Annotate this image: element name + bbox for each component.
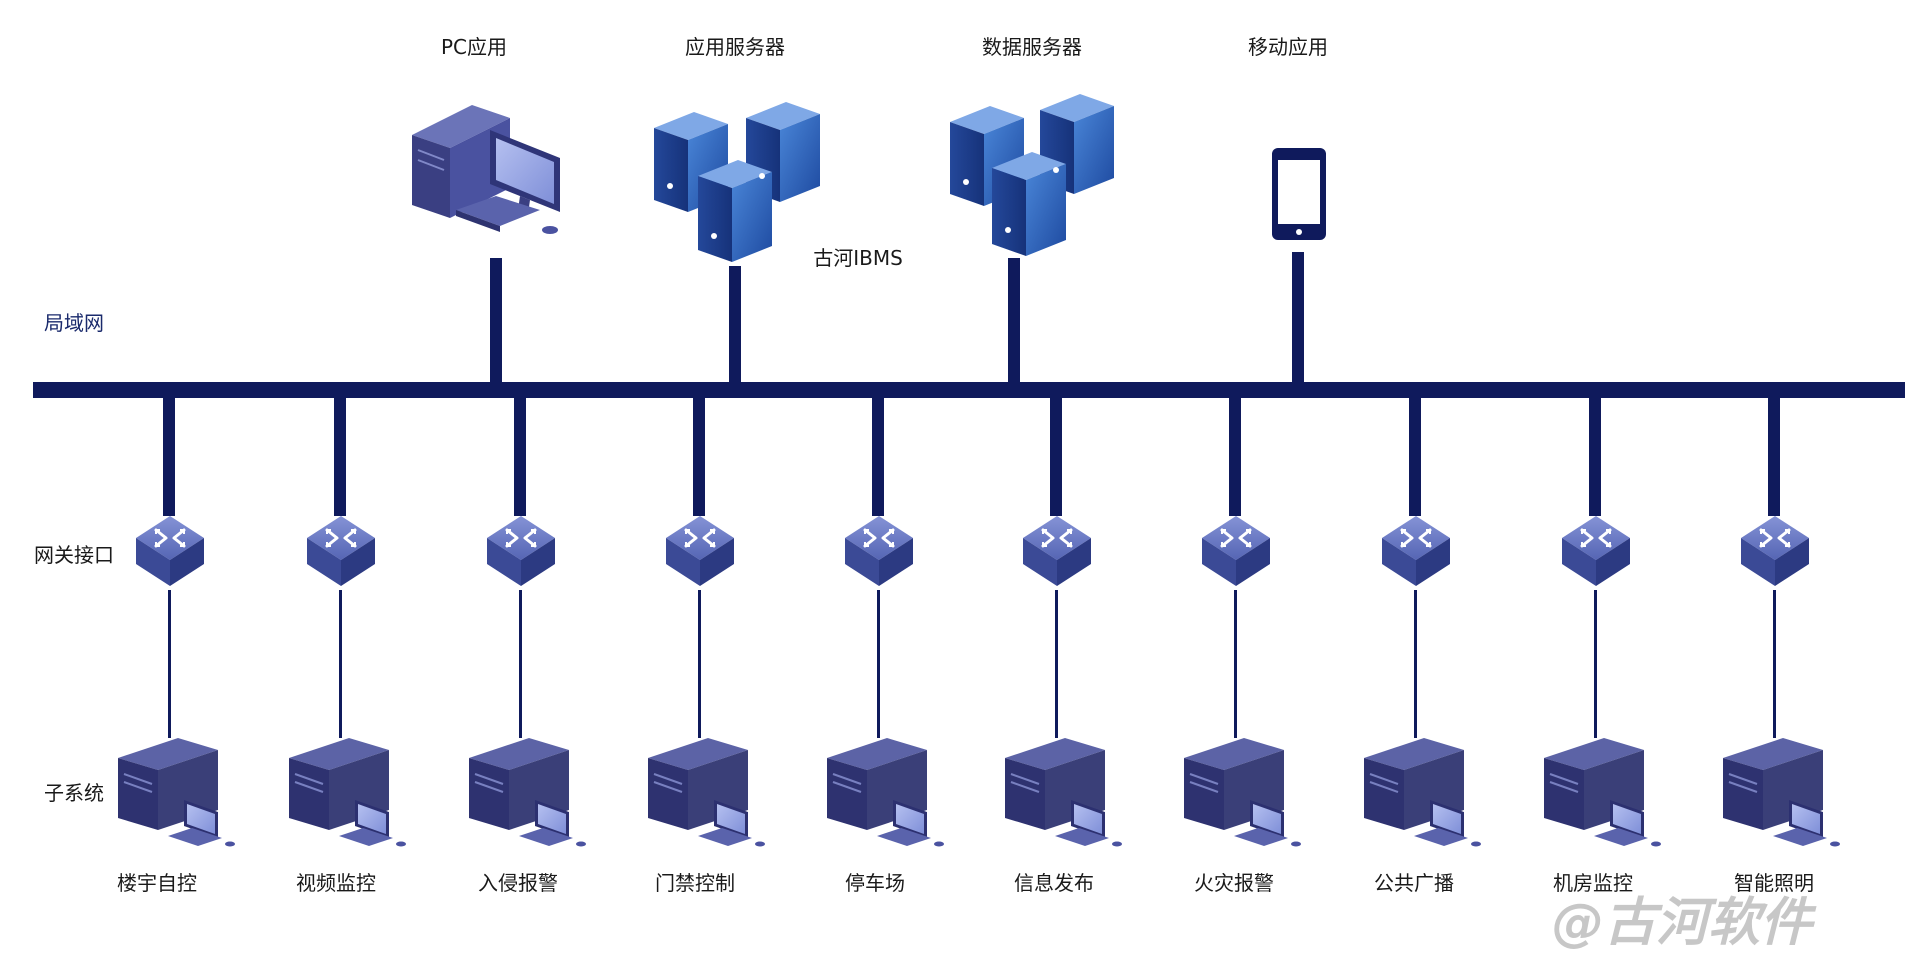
server-cluster-icon <box>950 94 1114 256</box>
bus-drop-line <box>1768 396 1780 516</box>
mobile-uplink-line <box>1292 252 1304 384</box>
pc-uplink-line <box>490 258 502 384</box>
gateway-router-icon <box>1023 516 1091 586</box>
top-node-pc: PC应用 <box>412 35 560 384</box>
subsystem-column: 智能照明 <box>1723 396 1840 895</box>
subsystem-computer-icon <box>648 738 765 847</box>
gateway-router-icon <box>136 516 204 586</box>
gateway-link-line <box>168 590 171 738</box>
app-server-uplink-line <box>729 266 741 398</box>
subsystem-computer-icon <box>1005 738 1122 847</box>
bus-drop-line <box>1229 396 1241 516</box>
subsystem-label: 机房监控 <box>1553 871 1633 895</box>
gateway-link-line <box>519 590 522 738</box>
subsystem-computer-icon <box>1364 738 1481 847</box>
lan-bus-line <box>33 382 1905 398</box>
subsystem-column: 火灾报警 <box>1184 396 1301 895</box>
gateway-router-icon <box>1382 516 1450 586</box>
data-server-uplink-line <box>1008 258 1020 384</box>
bus-drop-line <box>872 396 884 516</box>
bus-drop-line <box>163 396 175 516</box>
watermark-text: @古河软件 <box>1552 893 1817 953</box>
gateway-router-icon <box>487 516 555 586</box>
gateway-router-icon <box>666 516 734 586</box>
subsystem-label: 门禁控制 <box>655 871 735 895</box>
subsystem-column: 停车场 <box>827 396 944 895</box>
subsystem-column: 信息发布 <box>1005 396 1122 895</box>
bus-drop-line <box>1589 396 1601 516</box>
subsystem-label: 停车场 <box>845 871 905 895</box>
subsystem-column: 入侵报警 <box>469 396 586 895</box>
subsystem-label: 子系统 <box>44 781 104 805</box>
gateway-router-icon <box>1202 516 1270 586</box>
server-cluster-icon <box>654 102 820 262</box>
subsystem-column: 门禁控制 <box>648 396 765 895</box>
subsystem-column: 视频监控 <box>289 396 406 895</box>
top-node-mobile: 移动应用 <box>1248 35 1328 384</box>
bus-drop-line <box>693 396 705 516</box>
ibms-label: 古河IBMS <box>813 246 903 270</box>
subsystem-label: 入侵报警 <box>478 871 558 895</box>
subsystem-label: 楼宇自控 <box>117 871 197 895</box>
bus-drop-line <box>514 396 526 516</box>
gateway-router-icon <box>1562 516 1630 586</box>
gateway-router-icon <box>307 516 375 586</box>
subsystem-computer-icon <box>827 738 944 847</box>
subsystem-label: 火灾报警 <box>1194 871 1274 895</box>
gateway-link-line <box>1234 590 1237 738</box>
subsystem-computer-icon <box>118 738 235 847</box>
subsystem-columns: 楼宇自控 视频监控 入侵报警 门禁控制 停车场 信息发布 火灾报警 公共广播 机房监控 智能照明 <box>117 396 1840 895</box>
lan-label: 局域网 <box>44 311 104 335</box>
subsystem-label: 视频监控 <box>296 871 376 895</box>
subsystem-computer-icon <box>1723 738 1840 847</box>
pc-label: PC应用 <box>441 35 507 59</box>
gateway-router-icon <box>1741 516 1809 586</box>
gateway-link-line <box>1414 590 1417 738</box>
subsystem-label: 信息发布 <box>1014 871 1094 895</box>
bus-drop-line <box>334 396 346 516</box>
subsystem-computer-icon <box>469 738 586 847</box>
gateway-link-line <box>1594 590 1597 738</box>
subsystem-computer-icon <box>1184 738 1301 847</box>
subsystem-computer-icon <box>1544 738 1661 847</box>
gateway-link-line <box>698 590 701 738</box>
gateway-link-line <box>339 590 342 738</box>
top-node-data-server: 数据服务器 <box>950 35 1114 384</box>
data-server-label: 数据服务器 <box>982 35 1082 59</box>
gateway-link-line <box>1773 590 1776 738</box>
subsystem-label: 公共广播 <box>1374 871 1454 895</box>
mobile-icon <box>1272 148 1326 240</box>
pc-icon <box>412 105 560 234</box>
top-node-app-server: 应用服务器 古河IBMS <box>654 35 903 398</box>
subsystem-column: 机房监控 <box>1544 396 1661 895</box>
app-server-label: 应用服务器 <box>685 35 785 59</box>
gateway-router-icon <box>845 516 913 586</box>
subsystem-column: 楼宇自控 <box>117 396 235 895</box>
bus-drop-line <box>1409 396 1421 516</box>
gateway-label: 网关接口 <box>34 543 114 567</box>
subsystem-column: 公共广播 <box>1364 396 1481 895</box>
bus-drop-line <box>1050 396 1062 516</box>
subsystem-label: 智能照明 <box>1734 871 1814 895</box>
subsystem-computer-icon <box>289 738 406 847</box>
gateway-link-line <box>1055 590 1058 738</box>
mobile-label: 移动应用 <box>1248 35 1328 59</box>
gateway-link-line <box>877 590 880 738</box>
